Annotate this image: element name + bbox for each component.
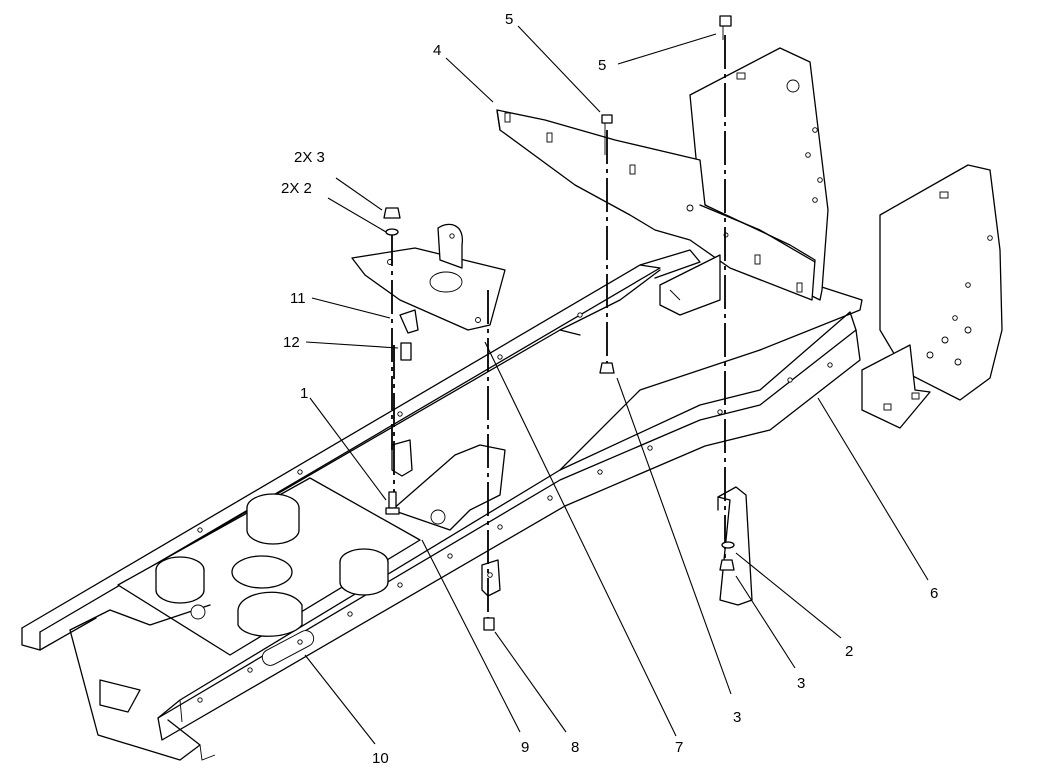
callout-6: 6 <box>930 585 938 602</box>
callout-11: 11 <box>290 290 306 307</box>
callout-7: 7 <box>675 739 683 756</box>
mount-bracket-item-9 <box>391 439 506 597</box>
nut-2x3 <box>383 207 401 219</box>
washer-2x2 <box>385 228 399 236</box>
callout-2x3: 2X 3 <box>294 149 325 166</box>
callout-3-right: 3 <box>797 675 805 692</box>
callout-labels: 2X 3 2X 2 11 12 1 4 5 5 6 2 3 3 7 8 9 10 <box>281 11 938 767</box>
callout-2x2: 2X 2 <box>281 180 312 197</box>
callout-5-left: 5 <box>505 11 513 28</box>
rear-side-plate-right <box>879 164 1003 401</box>
rail-holes <box>197 312 833 703</box>
lower-bracket <box>717 486 753 606</box>
callout-5-right: 5 <box>598 57 606 74</box>
frame-weldment <box>21 249 863 761</box>
hardware <box>383 15 735 631</box>
callout-10: 10 <box>372 750 389 767</box>
callout-9: 9 <box>521 739 529 756</box>
support-bar-item-4 <box>496 109 816 316</box>
alignment-lines <box>391 35 726 620</box>
callout-4: 4 <box>433 42 441 59</box>
callout-1: 1 <box>300 385 308 402</box>
callout-8: 8 <box>571 739 579 756</box>
mount-bracket-item-7 <box>351 223 506 331</box>
callout-2: 2 <box>845 643 853 660</box>
callout-3-center: 3 <box>733 709 741 726</box>
leader-lines <box>304 25 929 745</box>
callout-12: 12 <box>283 334 300 351</box>
rear-foot-bracket <box>861 344 931 429</box>
